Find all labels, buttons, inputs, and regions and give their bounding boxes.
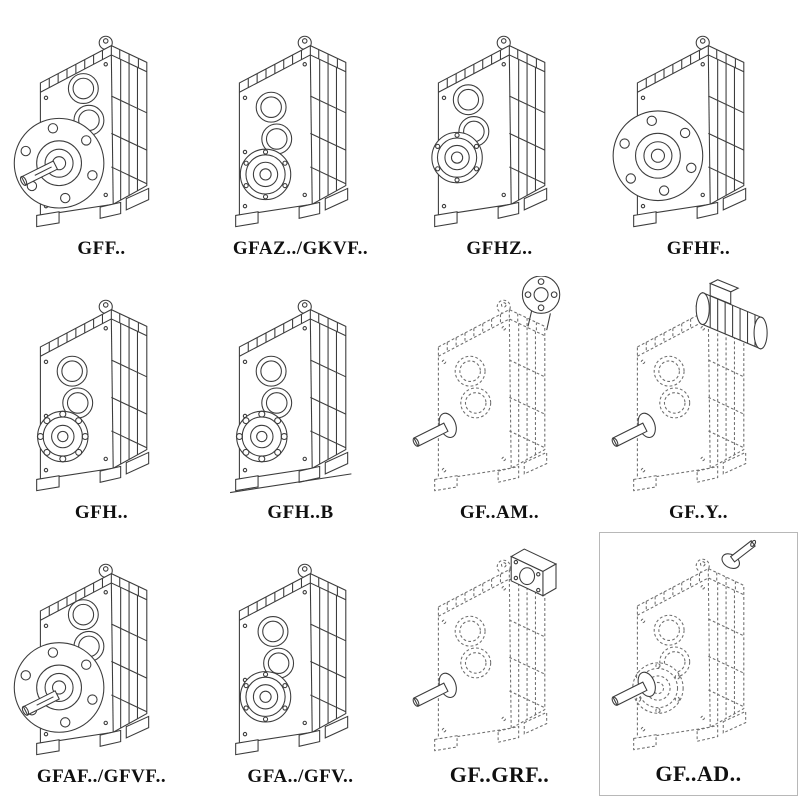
- catalog-cell-gfhf: GFHF..: [599, 4, 798, 268]
- gearbox-input-flange-drawing: [410, 276, 560, 492]
- gearbox-hollow-variant-drawing: [234, 563, 348, 756]
- model-label: GFHF..: [666, 238, 731, 259]
- model-label: GF..AM..: [459, 502, 540, 523]
- gearbox-flange-shaft-drawing: [13, 35, 149, 228]
- catalog-cell-gfa-gfv: GFA../GFV..: [201, 532, 400, 796]
- model-label: GFH..: [74, 502, 129, 523]
- gearbox-hollow-shaft-drawing: [234, 35, 348, 228]
- gearbox-free-input-shaft-drawing: [609, 539, 757, 751]
- model-label: GFAF../GFVF..: [36, 766, 167, 787]
- model-label: GFA../GFV..: [247, 766, 354, 787]
- gearbox-input-adapter-drawing: [410, 548, 557, 752]
- model-label: GF..AD..: [655, 761, 742, 786]
- model-label: GFHZ..: [466, 238, 533, 259]
- gearbox-flange-hollow-drawing: [13, 563, 149, 756]
- catalog-cell-gfhz: GFHZ..: [400, 4, 599, 268]
- model-label: GFF..: [77, 238, 126, 259]
- catalog-cell-gfaf-gfvf: GFAF../GFVF..: [2, 532, 201, 796]
- gearbox-with-motor-drawing: [609, 279, 768, 492]
- catalog-cell-gfh: GFH..: [2, 268, 201, 532]
- catalog-cell-gfaz-gkvf: GFAZ../GKVF..: [201, 4, 400, 268]
- catalog-cell-gf-ad: GF..AD..: [599, 532, 798, 796]
- model-label: GF..Y..: [668, 502, 729, 523]
- model-label: GF..GRF..: [449, 762, 550, 787]
- gearbox-shrink-disc-drawing: [430, 35, 547, 228]
- gearbox-foot-mounted-base-drawing: [229, 299, 351, 494]
- model-label: GFH..B: [267, 502, 334, 523]
- catalog-cell-gf-am: GF..AM..: [400, 268, 599, 532]
- catalog-cell-gff: GFF..: [2, 4, 201, 268]
- model-label: GFAZ../GKVF..: [232, 238, 369, 259]
- gearbox-large-flange-drawing: [612, 35, 746, 228]
- gearbox-foot-mounted-drawing: [35, 299, 149, 492]
- catalog-cell-gf-grf: GF..GRF..: [400, 532, 599, 796]
- catalog-cell-gfh-b: GFH..B: [201, 268, 400, 532]
- catalog-cell-gf-y: GF..Y..: [599, 268, 798, 532]
